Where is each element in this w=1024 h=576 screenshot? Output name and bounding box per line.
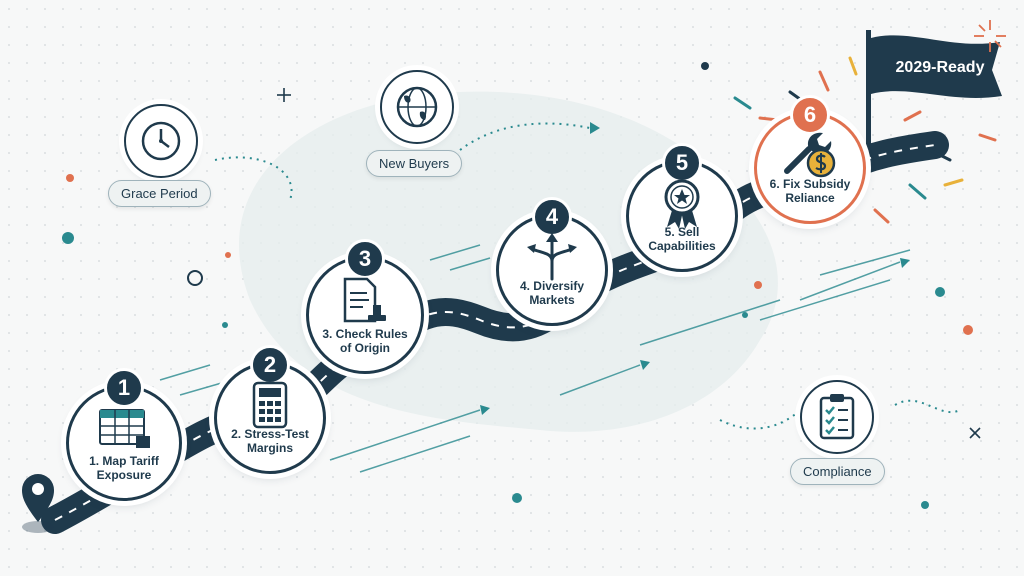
- grace-period-label: Grace Period: [108, 180, 211, 207]
- connector-buyers: [459, 122, 591, 151]
- step-number: 4: [532, 197, 572, 237]
- step-label: 4. Diversify Markets: [519, 279, 585, 307]
- wrench-coin-icon: [784, 132, 836, 178]
- step-1: 1 1. Map Tariff Exposure: [66, 368, 182, 501]
- step-2: 2 2. Stress-Test Margins: [214, 345, 326, 474]
- step-label: 5. Sell Capabilities: [648, 225, 716, 253]
- step-number: 1: [104, 368, 144, 408]
- document-stamp-icon: [343, 277, 386, 323]
- compliance-label: Compliance: [790, 458, 885, 485]
- step-label: 1. Map Tariff Exposure: [89, 454, 159, 482]
- award-ribbon-icon: [664, 179, 700, 229]
- step-label: 2. Stress-Test Margins: [231, 427, 309, 455]
- step-label: 6. Fix Subsidy Reliance: [769, 177, 851, 205]
- calculator-icon: [252, 381, 288, 429]
- step-6: 6 6. Fix Subsidy Reliance: [754, 95, 866, 224]
- step-5: 5 5. Sell Capabilities: [626, 143, 738, 272]
- clock-icon: [124, 104, 198, 178]
- diverging-arrows-icon: [527, 233, 577, 281]
- step-label: 3. Check Rules of Origin: [322, 327, 408, 355]
- step-4: 4 4. Diversify Markets: [496, 197, 608, 326]
- new-buyers-label: New Buyers: [366, 150, 463, 177]
- decor-dots: [62, 62, 973, 509]
- step-number: 6: [790, 95, 830, 135]
- sparkle-icon: [974, 20, 1006, 52]
- checklist-icon: [800, 380, 874, 454]
- spreadsheet-icon: [99, 409, 150, 448]
- connector-grace: [214, 156, 293, 201]
- step-number: 3: [345, 239, 385, 279]
- connector-compliance: [719, 409, 801, 430]
- location-pin-icon: [22, 474, 54, 533]
- cross-icon: [969, 427, 981, 439]
- confetti: [733, 56, 997, 224]
- step-number: 2: [250, 345, 290, 385]
- speed-lines: [159, 244, 911, 473]
- step-3: 3 3. Check Rules of Origin: [306, 239, 424, 374]
- goal-flag-label: 2029-Ready: [895, 59, 985, 76]
- globe-icon: [380, 70, 454, 144]
- plus-icon: [277, 88, 291, 102]
